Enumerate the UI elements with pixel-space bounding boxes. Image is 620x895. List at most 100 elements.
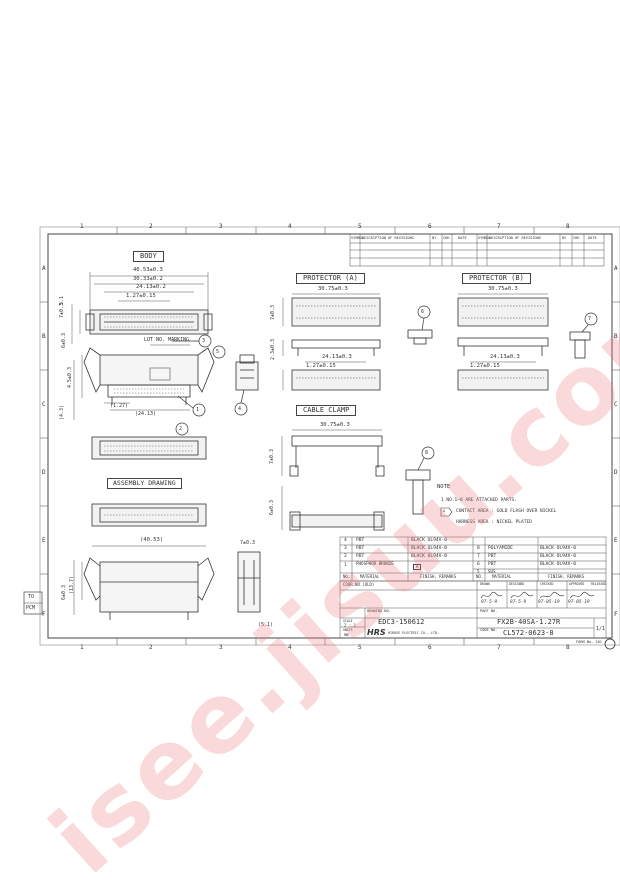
zone-bottom-4: 4 — [288, 644, 292, 651]
body-dim-3: 24.13±0.2 — [136, 284, 166, 290]
rev-col-desc-2: DESCRIPTION OF REVISIONS — [489, 236, 541, 240]
mat-no-3: 3 — [344, 546, 347, 551]
zone-bottom-7: 7 — [497, 644, 501, 651]
protector-b-side — [457, 337, 549, 391]
zone-top-7: 7 — [497, 223, 501, 230]
rev-col-by-2: BY — [562, 236, 567, 240]
balloon-5-label: 5 — [216, 349, 220, 355]
scale-value: 2 : 1 — [344, 623, 357, 628]
note-line-1: 1 NO.1~8 ARE ATTACHED PARTS. — [441, 498, 517, 503]
cable-clamp-top — [289, 435, 385, 477]
zone-bottom-2: 2 — [149, 644, 153, 651]
zone-row-d: D — [42, 469, 46, 476]
mat-header-no-2: NO. — [476, 574, 484, 579]
form-no: FORM No. 201 — [576, 640, 602, 644]
rev-col-date-2: DATE — [588, 236, 597, 240]
assembly-top-view — [91, 436, 207, 460]
mat-no-6: 6 — [477, 562, 480, 567]
balloon-1 — [192, 403, 206, 417]
zone-bottom-6: 6 — [428, 644, 432, 651]
zone-bottom-3: 3 — [219, 644, 223, 651]
body-dim-pitch: 1.27±0.15 — [126, 293, 156, 299]
assembly-title: ASSEMBLY DRAWING — [107, 478, 182, 489]
protector-b-title: PROTECTOR (B) — [462, 273, 531, 284]
rev-col-symbol-2: SYMBOL — [478, 236, 491, 240]
company-name: HIROSE ELECTRIC CO., LTD. — [388, 631, 440, 635]
protector-a-width: 30.75±0.3 — [318, 286, 348, 292]
approval-mark-icon — [604, 638, 616, 650]
rev-col-chk-2: CHK — [573, 236, 580, 240]
mat-header-material: MATERIAL — [360, 574, 380, 579]
zone-top-1: 1 — [80, 223, 84, 230]
note-flag-letter: A — [443, 509, 446, 513]
protector-a-top — [291, 297, 381, 327]
date-approved: 97-05-19 — [568, 600, 590, 605]
zone-top-5: 5 — [358, 223, 362, 230]
zone-row-e-right: E — [614, 537, 618, 544]
mat-header-no: NO. — [343, 574, 351, 579]
assembly-6: 6±0.3 — [61, 584, 67, 600]
mat-material-7: PBT — [488, 554, 497, 559]
pcm-label: PCM — [26, 605, 36, 611]
units-value: mm — [344, 632, 349, 637]
zone-row-c-right: C — [614, 401, 618, 408]
zone-row-a-right: A — [614, 265, 618, 272]
mat-finish-1: A — [413, 564, 422, 570]
date-designed: 97-5-9 — [510, 600, 527, 605]
part-no-label: PART NO. — [480, 609, 498, 613]
cable-clamp-height: 7±0.3 — [269, 448, 275, 464]
date-checked: 97-05-19 — [538, 600, 560, 605]
balloon-7-label: 7 — [588, 316, 592, 322]
code-no: CL572-0623-8 — [503, 629, 554, 637]
zone-ticks — [40, 227, 620, 645]
mat-finish-3: BLACK UL94V-0 — [411, 546, 447, 551]
body-side-view — [83, 347, 215, 405]
revision-table — [349, 233, 605, 267]
balloon-1-label: 1 — [196, 407, 200, 413]
hrs-logo: HRS — [367, 628, 386, 637]
role-designed: DESIGNED — [509, 582, 525, 586]
mat-no-8: 8 — [477, 546, 480, 551]
rev-col-symbol: SYMBOL — [351, 236, 364, 240]
mat-header-finish-2: FINISH, REMARKS — [548, 574, 585, 579]
cable-clamp-6: 6±0.3 — [269, 499, 275, 515]
protector-a-height: 7±0.3 — [270, 304, 276, 320]
rev-col-chk: CHK — [443, 236, 450, 240]
mat-material-8: POLYAMIDE — [488, 546, 513, 551]
sheet-no: 1/1 — [596, 626, 606, 632]
mat-material-2: PBT — [356, 554, 365, 559]
body-dim-4-3: (4.3) — [59, 404, 65, 420]
outer-border — [39, 226, 620, 646]
cable-clamp-side — [289, 511, 385, 531]
mat-material-4: PBT — [356, 538, 365, 543]
protector-a-span: 24.13±0.3 — [322, 354, 352, 360]
part-6-view — [407, 329, 433, 345]
mat-finish-2: BLACK UL94V-0 — [411, 554, 447, 559]
zone-top-3: 3 — [219, 223, 223, 230]
part-no: FX2B-40SA-1.27R — [497, 618, 561, 626]
zone-row-d-right: D — [614, 469, 618, 476]
body-dim-5-1: 5.1 — [59, 295, 65, 305]
balloon-7 — [584, 312, 598, 326]
balloons — [172, 305, 598, 471]
units-label: UNITS — [343, 628, 353, 632]
body-title: BODY — [133, 251, 164, 262]
body-top-view — [85, 309, 213, 335]
body-dim-4-5: 4.5±0.3 — [67, 366, 73, 388]
cable-clamp-dims — [281, 429, 382, 530]
body-side-dims — [73, 344, 190, 420]
mat-finish-7: BLACK UL94V-0 — [540, 554, 576, 559]
zone-top-4: 4 — [288, 223, 292, 230]
zone-row-f-right: F — [614, 611, 618, 618]
zone-top-8: 8 — [566, 223, 570, 230]
mat-no-2: 2 — [344, 554, 347, 559]
zone-bottom-1: 1 — [80, 644, 84, 651]
assembly-5-1: (5.1) — [258, 622, 274, 628]
balloon-8 — [421, 446, 435, 460]
mat-no-1: 1 — [344, 563, 347, 568]
cable-clamp-title: CABLE CLAMP — [296, 405, 357, 416]
protector-a-2-3: 2.3±0.3 — [270, 338, 276, 360]
zone-row-b-right: B — [614, 333, 618, 340]
mat-finish-8: BLACK UL94V-0 — [540, 546, 576, 551]
date-drawn: 97-5-9 — [481, 600, 498, 605]
